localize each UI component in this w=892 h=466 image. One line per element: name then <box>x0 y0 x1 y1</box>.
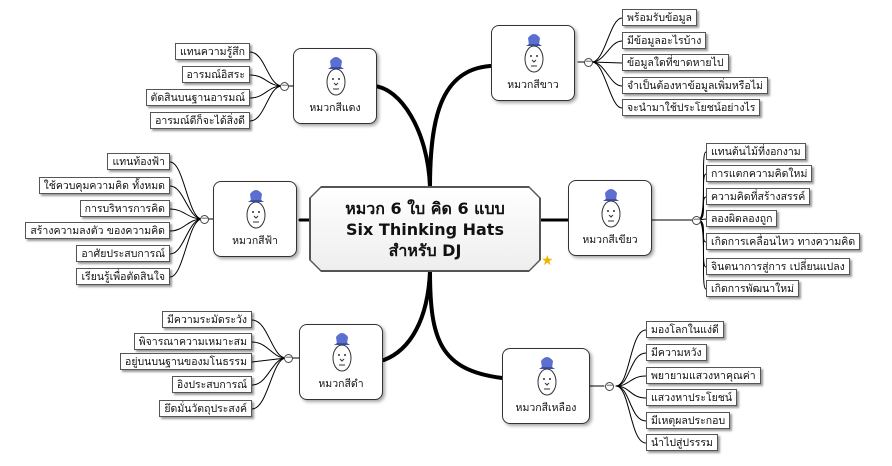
leaf-black-3[interactable]: อยู่บนบนฐานของมโนธรรม <box>120 353 252 370</box>
hat-node-white[interactable]: หมวกสีขาว <box>491 25 575 101</box>
center-title-line2: Six Thinking Hats <box>346 219 504 239</box>
thinking-hat-icon <box>246 190 266 229</box>
collapse-toggle-white[interactable]: − <box>584 57 593 67</box>
leaf-yellow-4[interactable]: แสวงหาประโยชน์ <box>646 389 738 406</box>
leaf-white-2[interactable]: มีข้อมูลอะไรบ้าง <box>622 32 707 49</box>
collapse-toggle-green[interactable]: − <box>692 215 701 225</box>
leaf-yellow-5[interactable]: มีเหตุผลประกอบ <box>646 412 731 429</box>
hat-label-red: หมวกสีแดง <box>309 102 361 114</box>
leaf-blue-1[interactable]: แทนท้องฟ้า <box>107 153 170 170</box>
leaf-red-4[interactable]: อารมณ์ดีก็จะได้สิ่งดี <box>150 112 250 129</box>
hat-label-white: หมวกสีขาว <box>507 79 559 91</box>
leaf-white-1[interactable]: พร้อมรับข้อมูล <box>622 9 697 26</box>
hat-label-blue: หมวกสีฟ้า <box>232 235 278 247</box>
leaf-blue-6[interactable]: เรียนรู้เพื่อตัดสินใจ <box>76 268 170 285</box>
leaf-green-6[interactable]: จินตนาการสู่การ เปลี่ยนแปลง <box>706 258 850 275</box>
hat-node-yellow[interactable]: หมวกสีเหลือง <box>502 348 590 424</box>
center-topic[interactable]: หมวก 6 ใบ คิด 6 แบบ Six Thinking Hats สำ… <box>310 187 540 271</box>
leaf-white-4[interactable]: จำเป็นต้องหาข้อมูลเพิ่มหรือไม่ <box>622 77 768 94</box>
leaf-white-3[interactable]: ข้อมูลใดที่ขาดหายไป <box>622 54 729 71</box>
leaf-green-1[interactable]: แทนต้นไม้ที่งอกงาม <box>706 143 806 160</box>
leaf-green-7[interactable]: เกิดการพัฒนาใหม่ <box>706 280 800 297</box>
leaf-green-5[interactable]: เกิดการเคลื่อนไหว ทางความคิด <box>706 233 861 250</box>
hat-label-yellow: หมวกสีเหลือง <box>515 402 577 414</box>
thinking-hat-icon <box>326 57 346 96</box>
leaf-yellow-2[interactable]: มีความหวัง <box>646 344 707 361</box>
collapse-toggle-red[interactable]: − <box>280 81 289 91</box>
center-title-line3: สำหรับ DJ <box>388 240 462 260</box>
hat-label-green: หมวกสีเขียว <box>582 234 638 246</box>
leaf-blue-3[interactable]: การบริหารการคิด <box>79 200 170 217</box>
leaf-black-4[interactable]: อิงประสบการณ์ <box>171 376 252 393</box>
hat-node-red[interactable]: หมวกสีแดง <box>293 48 377 124</box>
leaf-white-5[interactable]: จะนำมาใช้ประโยชน์อย่างไร <box>622 99 761 116</box>
leaf-blue-2[interactable]: ใช้ควบคุมความคิด ทั้งหมด <box>38 177 170 194</box>
leaf-green-3[interactable]: ความคิดที่สร้างสรรค์ <box>706 188 811 205</box>
leaf-green-2[interactable]: การแตกความคิดใหม่ <box>706 165 813 182</box>
leaf-yellow-6[interactable]: นำไปสู่ปรรรม <box>646 434 718 451</box>
star-icon: ★ <box>541 253 554 269</box>
leaf-yellow-3[interactable]: พยายามแสวงหาคุณค่า <box>646 367 761 384</box>
center-title-line1: หมวก 6 ใบ คิด 6 แบบ <box>345 198 505 218</box>
collapse-toggle-black[interactable]: − <box>284 353 293 363</box>
hat-label-black: หมวกสีดำ <box>318 378 364 390</box>
leaf-red-1[interactable]: แทนความรู้สึก <box>174 43 250 60</box>
leaf-black-2[interactable]: พิจารณาความเหมาะสม <box>133 333 252 350</box>
leaf-yellow-1[interactable]: มองโลกในแง่ดี <box>646 321 724 338</box>
leaf-green-4[interactable]: ลองผิดลองถูก <box>706 210 778 227</box>
thinking-hat-icon <box>537 357 557 396</box>
collapse-toggle-yellow[interactable]: − <box>605 381 614 391</box>
leaf-blue-4[interactable]: สร้างความลงตัว ของความคิด <box>25 222 170 239</box>
hat-node-black[interactable]: หมวกสีดำ <box>299 324 383 400</box>
thinking-hat-icon <box>332 333 352 372</box>
collapse-toggle-blue[interactable]: − <box>200 214 209 224</box>
hat-node-blue[interactable]: หมวกสีฟ้า <box>213 181 297 257</box>
hat-node-green[interactable]: หมวกสีเขียว <box>568 180 652 256</box>
thinking-hat-icon <box>601 189 621 228</box>
thinking-hat-icon <box>524 34 544 73</box>
leaf-red-2[interactable]: อารมณ์อิสระ <box>181 66 250 83</box>
leaf-black-1[interactable]: มีความระมัดระวัง <box>162 311 252 328</box>
leaf-black-5[interactable]: ยึดมั่นวัตถุประสงค์ <box>159 400 252 417</box>
leaf-blue-5[interactable]: อาศัยประสบการณ์ <box>76 245 170 262</box>
leaf-red-3[interactable]: ตัดสินบนฐานอารมณ์ <box>145 89 250 106</box>
